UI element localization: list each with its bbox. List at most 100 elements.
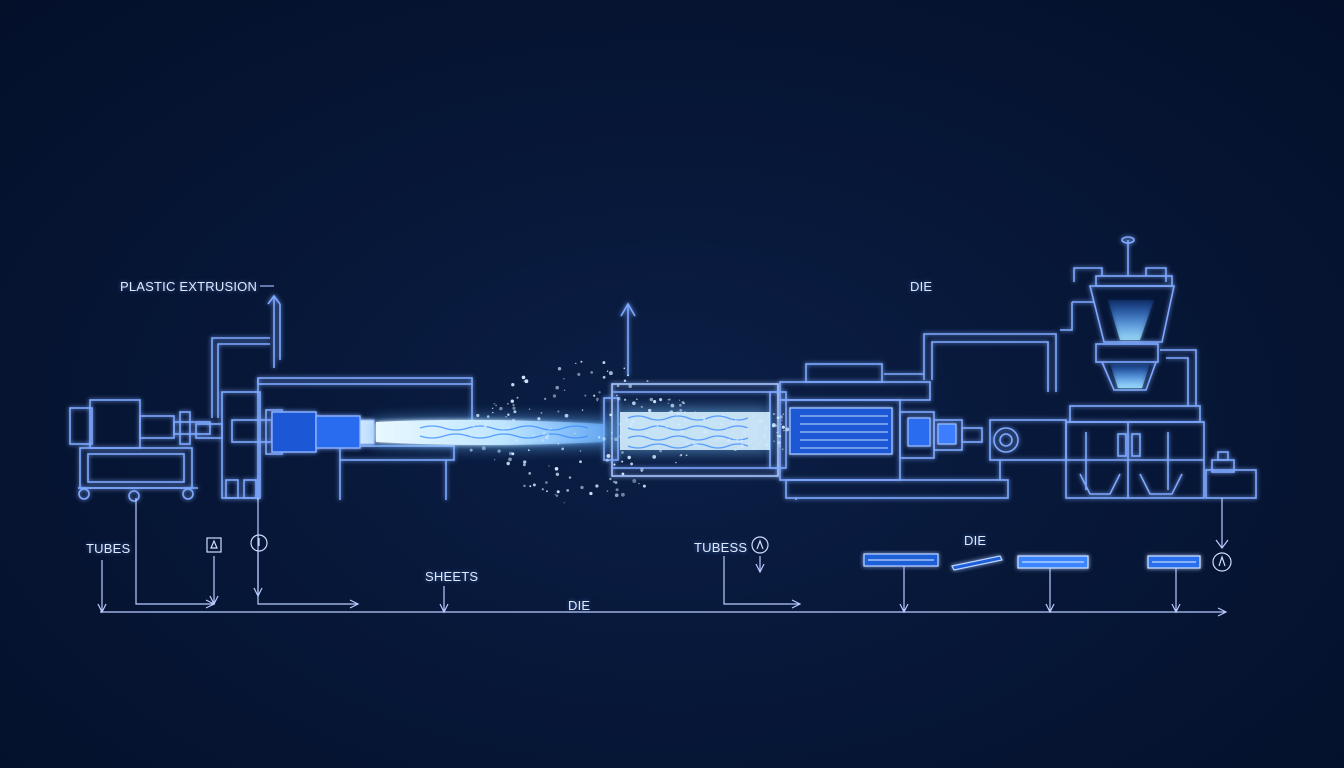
particle (773, 440, 775, 442)
particle (606, 370, 609, 372)
particle (759, 442, 761, 444)
particle (508, 451, 513, 456)
product-profiles (863, 553, 1201, 571)
particle (563, 389, 566, 391)
particle (511, 383, 515, 387)
particle (661, 421, 665, 426)
particle (556, 490, 560, 494)
particle (617, 397, 621, 401)
particle (778, 445, 781, 448)
particle (696, 437, 699, 440)
particle (546, 433, 550, 437)
particle (753, 429, 756, 432)
particle (623, 367, 626, 370)
particle (628, 384, 633, 389)
drive-motor (69, 399, 211, 502)
particle (511, 452, 515, 456)
particle (780, 423, 782, 426)
die-bottom-label: DIE (568, 598, 591, 613)
particle (657, 422, 660, 425)
barrel-heaters (271, 300, 1154, 455)
particle (692, 442, 696, 445)
particle (751, 435, 753, 437)
particle (675, 461, 677, 464)
particle (505, 416, 507, 418)
particle (640, 470, 643, 472)
particle (777, 440, 781, 445)
die-right-label: DIE (964, 533, 987, 548)
particle (781, 419, 783, 422)
particle (493, 458, 496, 461)
particle (685, 441, 690, 446)
particle (510, 399, 514, 403)
particle (568, 476, 572, 479)
particle (555, 494, 559, 497)
melt-stream (372, 408, 770, 452)
particle (580, 485, 584, 490)
particle (646, 379, 649, 383)
particle (581, 409, 584, 411)
particle (621, 451, 624, 454)
particle (672, 442, 675, 445)
particle (469, 433, 474, 437)
particle (762, 434, 767, 439)
particle (723, 438, 726, 440)
particle (485, 421, 488, 425)
particle (518, 441, 521, 444)
particle (632, 401, 636, 406)
particle (507, 413, 510, 416)
particle (557, 443, 560, 445)
particle (627, 374, 630, 377)
particle (730, 420, 735, 425)
tubess-label: TUBESS (694, 540, 748, 555)
particle (670, 403, 675, 408)
feed-section (195, 377, 473, 500)
particle (495, 404, 497, 407)
particle (579, 460, 582, 464)
particle (715, 438, 719, 443)
particle (513, 410, 517, 414)
particle (469, 448, 473, 452)
particle (668, 398, 671, 401)
particle (608, 371, 613, 376)
particle (537, 417, 541, 421)
particle (679, 403, 682, 407)
particle (491, 407, 494, 410)
particle (734, 419, 737, 422)
particle (677, 423, 681, 427)
particle (516, 396, 519, 399)
particle (776, 434, 779, 437)
particle (512, 406, 516, 410)
particle (554, 494, 556, 496)
particle (541, 438, 544, 442)
particle (613, 463, 616, 466)
particle (523, 460, 527, 464)
particle (632, 479, 637, 483)
particle (636, 398, 638, 400)
particle (602, 361, 606, 365)
particle (550, 427, 552, 430)
particle (621, 492, 625, 497)
particle (598, 436, 601, 439)
particle (760, 440, 762, 442)
particle (468, 430, 472, 433)
particle (645, 432, 649, 436)
particle (642, 484, 646, 488)
particle (694, 411, 697, 413)
particle (528, 472, 532, 475)
particle (701, 424, 703, 427)
particle (540, 412, 543, 414)
particle (508, 457, 512, 462)
particle (619, 435, 623, 439)
particle (665, 425, 669, 428)
particle (679, 430, 684, 434)
particle (752, 414, 756, 418)
particle (566, 488, 570, 492)
particle (719, 422, 724, 426)
particle (619, 422, 622, 426)
gauge-icon (250, 534, 268, 552)
particle (671, 422, 675, 427)
particle (733, 447, 737, 452)
particle (555, 472, 560, 477)
particle (748, 442, 751, 445)
